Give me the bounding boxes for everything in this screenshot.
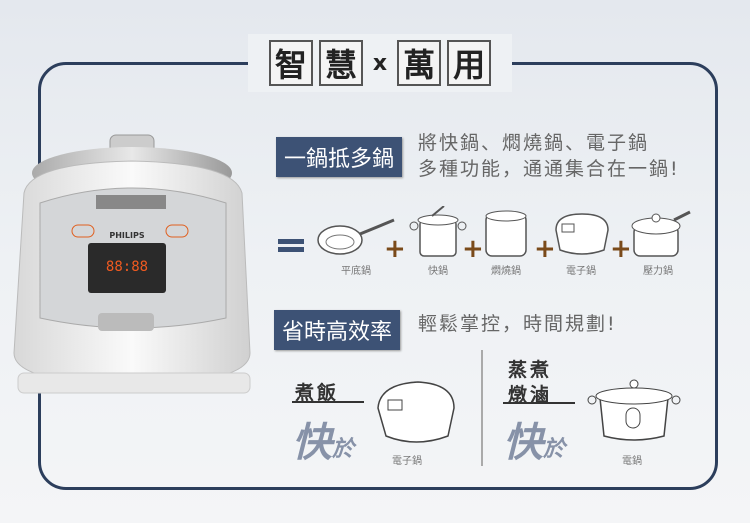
- headline-char: 萬: [397, 40, 442, 86]
- rice-cooker-product-image: PHILIPS 88:88: [13, 134, 251, 394]
- fast-text: 快: [292, 420, 332, 466]
- headline-char: 智: [268, 40, 313, 86]
- thermal-pot-icon: [485, 210, 527, 257]
- section1-desc: 將快鍋、燜燒鍋、電子鍋 多種功能，通通集合在一鍋!: [418, 130, 680, 182]
- section2-tag: 省時高效率: [274, 310, 401, 350]
- item-label: 燜燒鍋: [491, 266, 521, 277]
- steam-label: 蒸煮: [508, 359, 553, 381]
- faster-than-label: 快於: [292, 410, 354, 468]
- section1-desc-line2: 多種功能，通通集合在一鍋!: [418, 158, 680, 180]
- item-label: 壓力鍋: [643, 266, 673, 277]
- plus-sign: +: [462, 234, 484, 264]
- section1-tag: 一鍋抵多鍋: [276, 137, 403, 177]
- cook-rice-label: 煮飯: [295, 382, 340, 404]
- than-text: 於: [543, 437, 566, 462]
- section2-desc: 輕鬆掌控，時間規劃!: [418, 313, 617, 335]
- plus-sign: +: [610, 234, 632, 264]
- compare-label: 電子鍋: [392, 456, 422, 467]
- headline: 智 慧 x 萬 用: [248, 34, 512, 92]
- plus-sign: +: [384, 234, 406, 264]
- item-label: 平底鍋: [341, 266, 371, 277]
- item-label: 電子鍋: [566, 266, 596, 277]
- rice-cooker-icon: [377, 381, 455, 443]
- headline-x: x: [372, 50, 388, 76]
- brand-logo: PHILIPS: [109, 231, 144, 240]
- rice-cooker-icon: [555, 213, 609, 255]
- item-pressure-cooker: 壓力鍋: [624, 206, 692, 277]
- item-frying-pan: 平底鍋: [316, 218, 396, 277]
- stew-label: 燉滷: [508, 384, 553, 406]
- pressure-cooker-icon: [631, 210, 691, 257]
- than-text: 於: [332, 437, 355, 462]
- item-quick-pot: 快鍋: [408, 206, 468, 277]
- divider: [481, 350, 483, 466]
- item-label: 快鍋: [428, 266, 448, 277]
- item-rice-cooker: 電子鍋: [552, 210, 610, 277]
- headline-char: 慧: [318, 40, 363, 86]
- arrow-line: [503, 402, 575, 404]
- compare-label: 電鍋: [622, 456, 642, 467]
- equals-sign: [278, 236, 304, 255]
- plus-sign: +: [534, 234, 556, 264]
- cooker-display: 88:88: [106, 259, 148, 275]
- quick-pot-icon: [409, 206, 467, 257]
- headline-char: 用: [447, 40, 492, 86]
- fast-text: 快: [503, 420, 543, 466]
- section1-desc-line1: 將快鍋、燜燒鍋、電子鍋: [418, 132, 650, 154]
- faster-than-label: 快於: [503, 410, 565, 468]
- electric-pot-icon: [587, 379, 681, 441]
- frying-pan-icon: [317, 218, 395, 255]
- arrow-line: [292, 401, 364, 403]
- item-thermal-pot: 燜燒鍋: [482, 208, 530, 277]
